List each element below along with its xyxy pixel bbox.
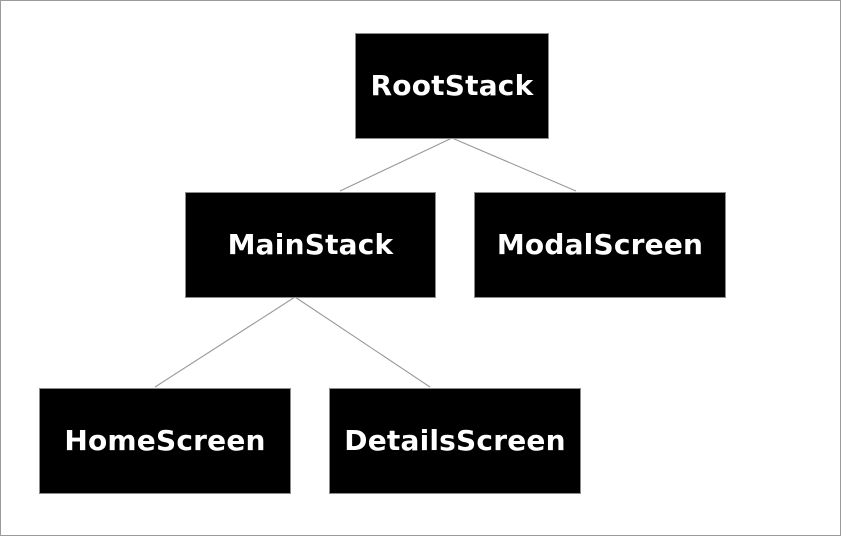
node-homescreen-label: HomeScreen [64, 424, 266, 457]
node-mainstack[interactable]: MainStack [185, 192, 436, 298]
node-modalscreen-label: ModalScreen [496, 228, 704, 261]
edge-mainstack-detailsscreen [294, 296, 431, 388]
node-detailsscreen-label: DetailsScreen [344, 424, 566, 457]
node-detailsscreen[interactable]: DetailsScreen [329, 388, 581, 494]
node-rootstack-label: RootStack [370, 69, 534, 102]
node-mainstack-label: MainStack [227, 228, 394, 261]
node-modalscreen[interactable]: ModalScreen [474, 192, 726, 298]
node-rootstack[interactable]: RootStack [355, 33, 549, 139]
edge-rootstack-modalscreen [451, 137, 577, 192]
node-homescreen[interactable]: HomeScreen [39, 388, 291, 494]
edge-mainstack-homescreen [154, 296, 296, 388]
edge-rootstack-mainstack [339, 137, 453, 192]
